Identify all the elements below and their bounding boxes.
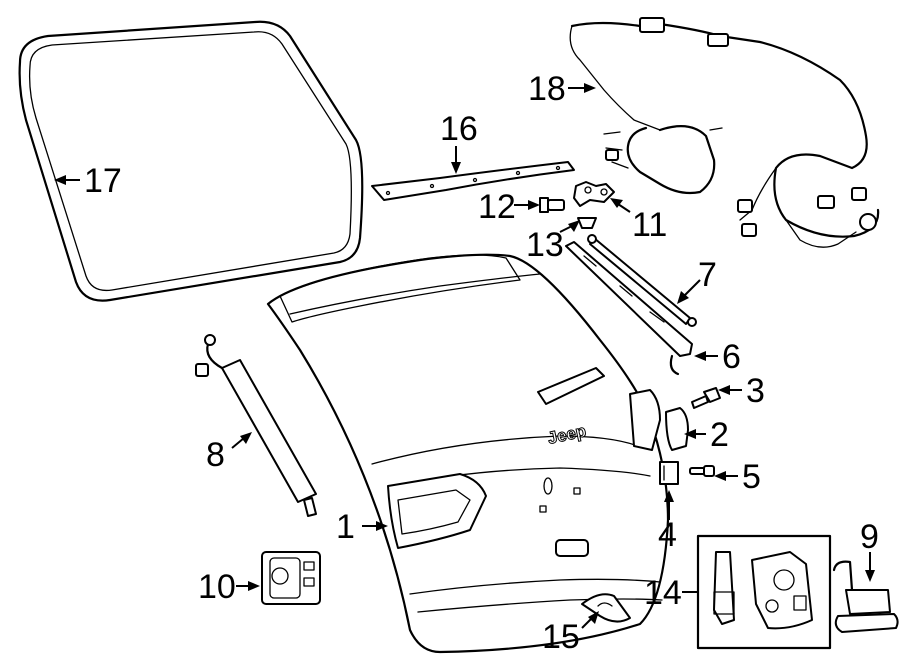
part-7-lift-support [587,234,697,327]
callout-2: 2 [710,416,729,454]
callout-16: 16 [440,110,478,148]
part-14-latch-assembly [696,534,832,650]
part-5-screw [689,465,715,477]
callout-13: 13 [526,226,564,264]
callout-18: 18 [528,70,566,108]
part-8-power-strut [195,334,317,517]
jeep-badge: Jeep [545,421,588,449]
callout-12: 12 [478,188,516,226]
part-4-bracket [659,461,679,485]
part-15-striker [581,593,631,623]
callout-labels: 1 2 3 4 5 6 7 8 9 10 11 12 13 14 15 16 1… [84,70,879,656]
callout-9: 9 [860,518,879,556]
part-18-wiring-harness [569,17,880,248]
callout-11: 11 [632,206,667,244]
callout-1: 1 [336,508,355,546]
callout-14: 14 [644,574,682,612]
callout-3: 3 [746,372,765,410]
part-16-molding [371,161,575,201]
part-3-push-pin [691,387,721,409]
callout-7: 7 [698,256,717,294]
callout-10: 10 [198,568,236,606]
liftgate-panel [266,253,670,654]
part-17-weatherstrip [18,20,364,302]
leader-lines [54,83,875,629]
callout-15: 15 [542,618,580,656]
callout-4: 4 [658,516,677,554]
part-2-bumper [665,407,689,451]
part-9-handle [832,560,899,633]
callout-17: 17 [84,162,122,200]
callout-8: 8 [206,436,225,474]
jeep-badge-text: Jeep [546,421,588,448]
part-10-switch [261,551,321,605]
part-11-hinge [573,181,615,207]
callout-6: 6 [722,338,741,376]
part-12-bolt [539,197,565,213]
part-6-bracket [565,241,693,376]
callout-5: 5 [742,458,761,496]
part-13-clip [577,217,597,229]
